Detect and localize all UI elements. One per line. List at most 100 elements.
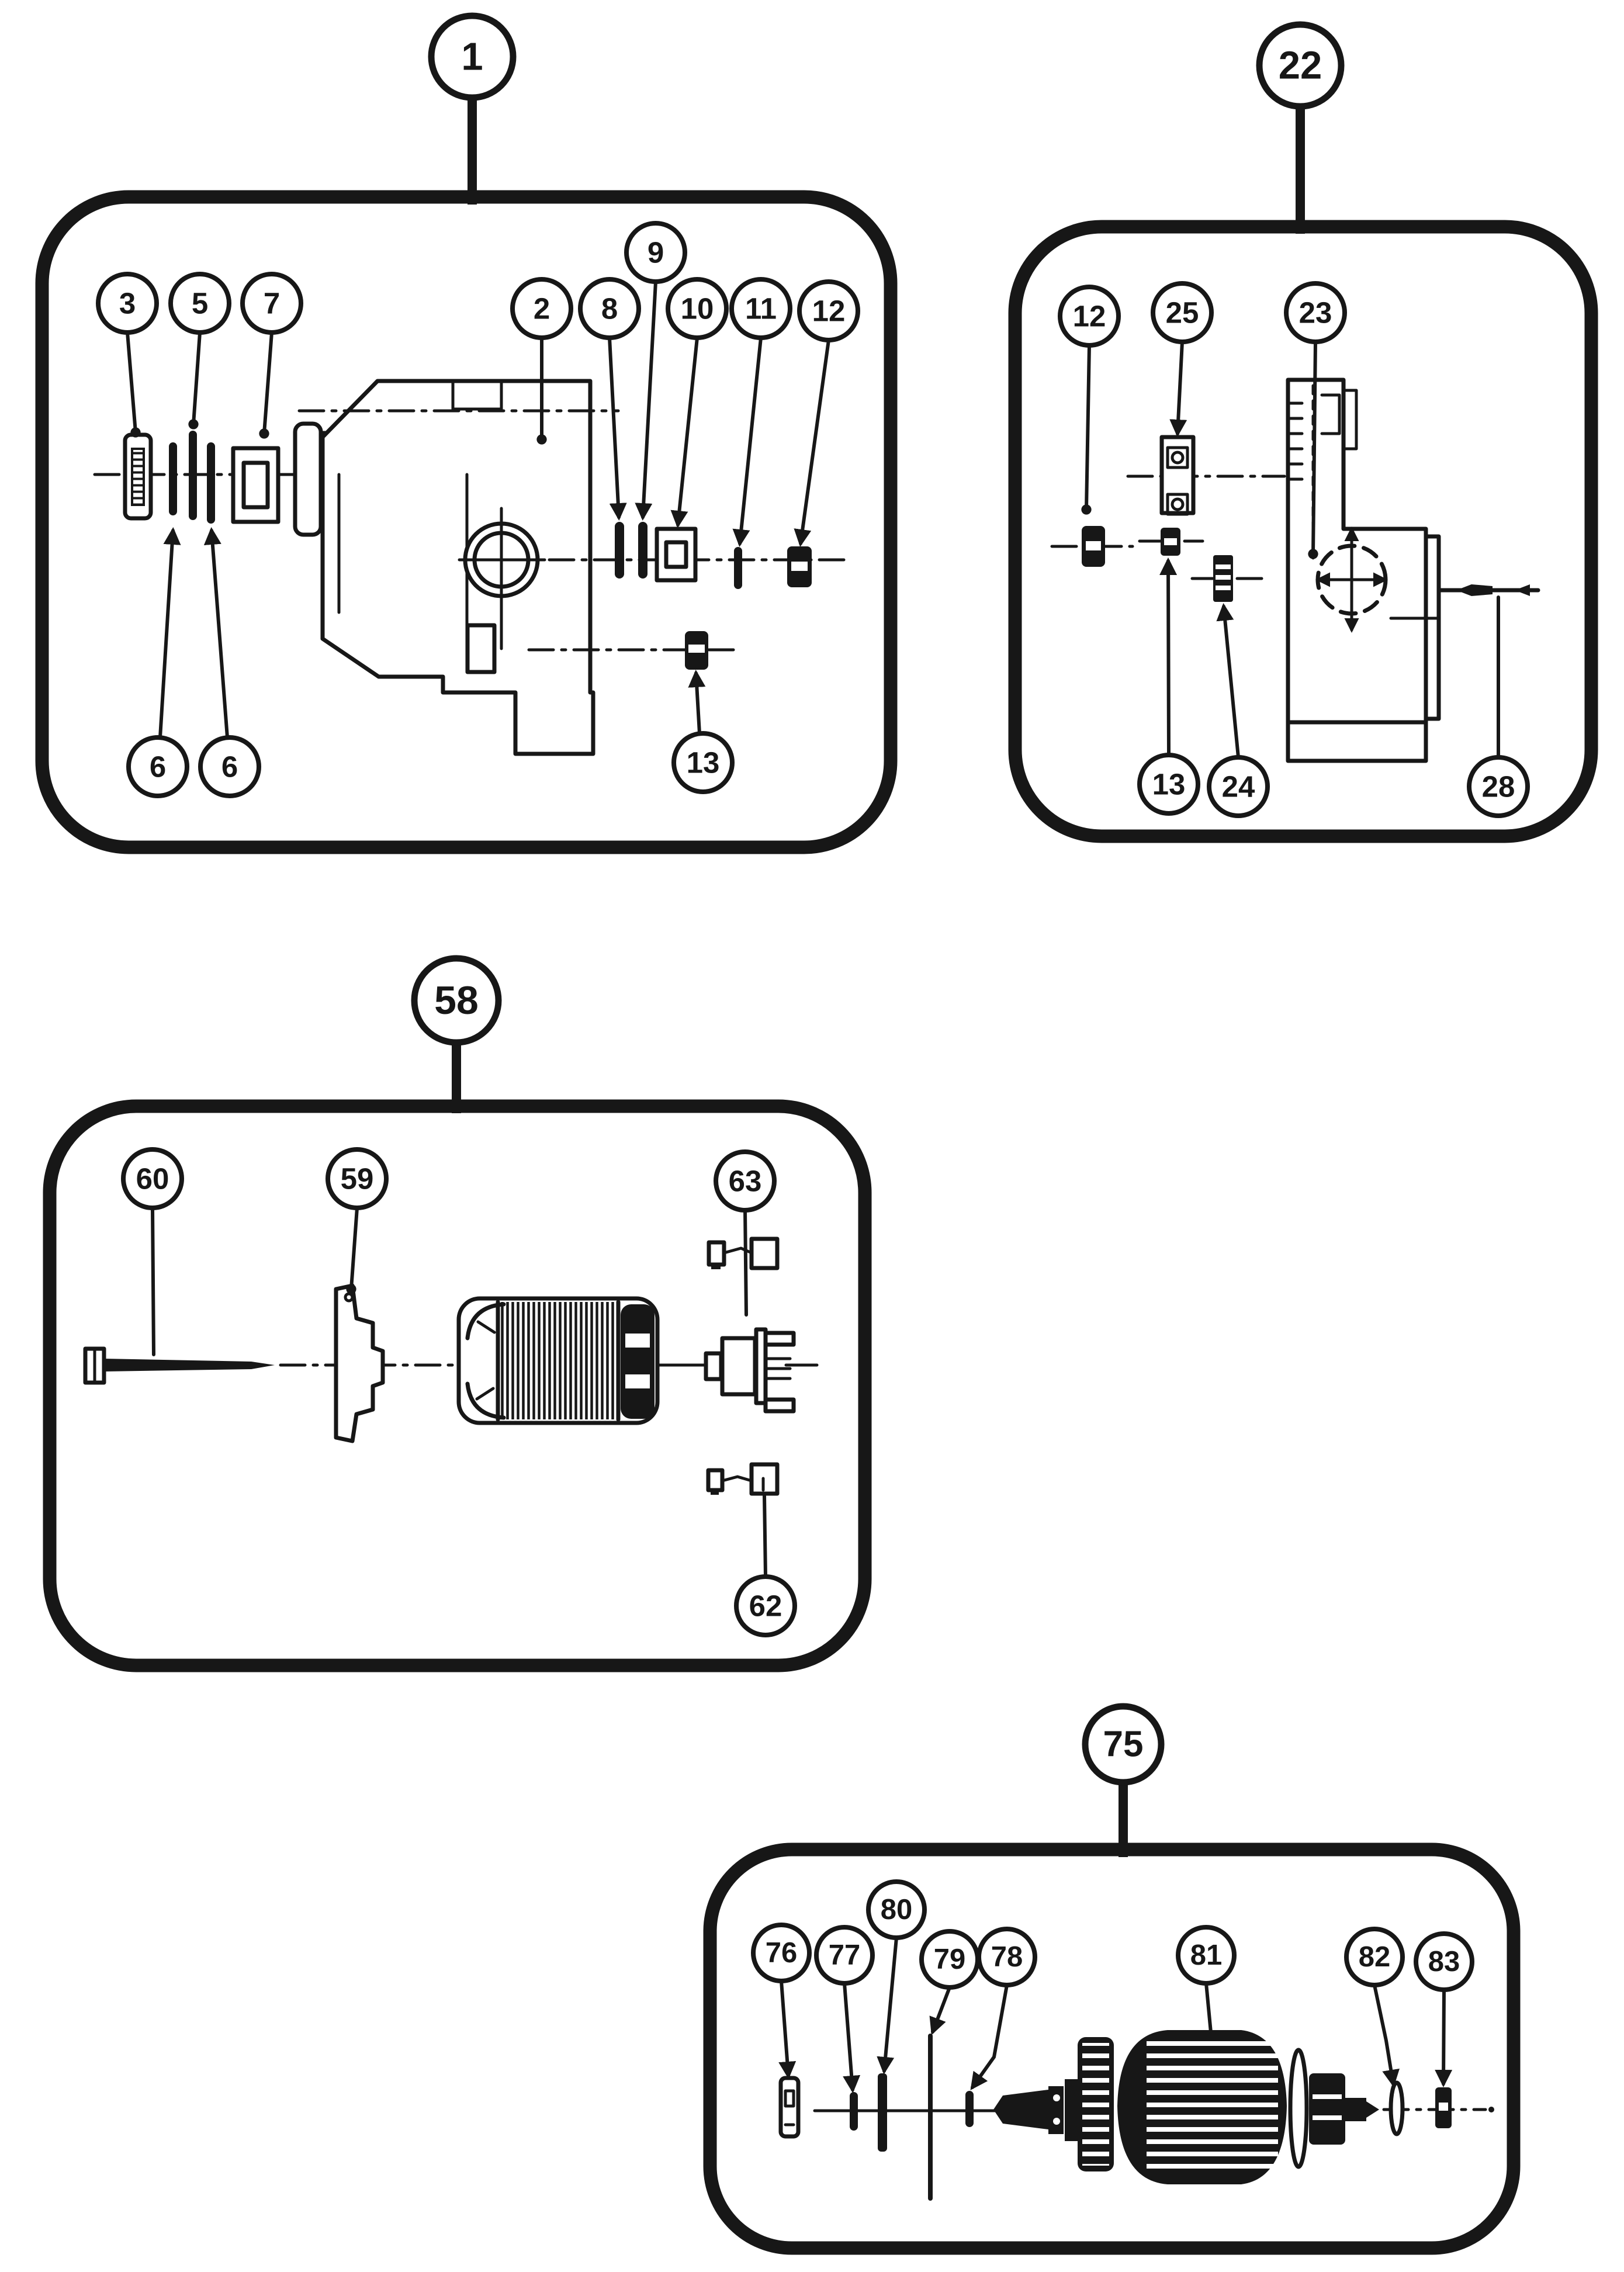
figure-1-frame xyxy=(35,190,898,854)
fan-baffle-drawing xyxy=(334,1283,385,1443)
callout-label-13: 13 xyxy=(687,746,720,780)
fan-disc-drawing xyxy=(1288,2048,1309,2169)
callout-82 xyxy=(1344,1927,1405,1987)
baffle-plate-drawing xyxy=(878,2073,887,2152)
fig-22-badge-circle xyxy=(1256,21,1345,110)
through-bolt-drawing xyxy=(83,1346,275,1385)
leader-line-10 xyxy=(670,336,699,528)
spindle-end-drawing xyxy=(993,2079,1082,2141)
leader-line-78 xyxy=(970,1983,1009,2090)
drive-gear-drawing xyxy=(1078,2037,1114,2171)
callout-59 xyxy=(326,1147,389,1210)
callout-3 xyxy=(96,272,159,335)
leader-line-76 xyxy=(778,1979,797,2079)
fig-58-badge-circle xyxy=(411,955,502,1046)
callout-10 xyxy=(666,277,729,340)
leader-line-62 xyxy=(763,1494,767,1578)
callout-label-62: 62 xyxy=(749,1589,782,1623)
callout-28 xyxy=(1467,755,1530,818)
figure-75-drawing xyxy=(778,2030,1494,2201)
leader-line-8 xyxy=(608,336,627,521)
leader-line-25 xyxy=(1169,340,1187,437)
leader-line-23 xyxy=(1308,340,1318,559)
callout-label-80: 80 xyxy=(881,1894,913,1925)
ball-bearing-drawing xyxy=(1159,435,1196,516)
leader-line-12 xyxy=(1081,344,1092,515)
fig-58-badge-label: 58 xyxy=(434,978,479,1023)
callout-label-82: 82 xyxy=(1359,1941,1391,1973)
fig-1-badge-label: 1 xyxy=(461,35,483,79)
callout-label-77: 77 xyxy=(829,1939,861,1971)
leader-line-59 xyxy=(346,1206,359,1294)
commutator-drawing xyxy=(1309,2073,1379,2145)
callout-label-25: 25 xyxy=(1166,296,1199,330)
callout-60 xyxy=(121,1147,184,1210)
callout-label-76: 76 xyxy=(766,1937,798,1969)
brush-clip-upper-drawing xyxy=(707,1237,780,1270)
brush-clip-lower-drawing xyxy=(706,1462,780,1496)
callout-label-23: 23 xyxy=(1299,296,1332,330)
leader-line-6 xyxy=(203,527,229,739)
leader-line-77 xyxy=(843,1982,861,2093)
long-pin-drawing xyxy=(928,2034,933,2201)
figure-22-drawing xyxy=(1050,377,1540,763)
leader-line-80 xyxy=(877,1936,898,2074)
callout-80 xyxy=(866,1879,927,1940)
washer-stack-drawing xyxy=(169,431,215,524)
fig-22-badge-label: 22 xyxy=(1279,44,1322,88)
callout-13 xyxy=(671,731,735,794)
bearing-block-drawing xyxy=(231,446,281,524)
callout-label-5: 5 xyxy=(192,287,208,320)
callout-label-3: 3 xyxy=(119,287,136,320)
curved-washer-drawing xyxy=(1388,2080,1405,2136)
callout-2 xyxy=(510,277,573,340)
leader-line-6 xyxy=(158,527,181,739)
fig-75-badge-label: 75 xyxy=(1103,1724,1144,1765)
callout-6 xyxy=(198,735,261,798)
armature-core-drawing xyxy=(1117,2030,1287,2184)
callout-24 xyxy=(1207,755,1270,818)
leader-line-5 xyxy=(188,331,202,430)
callout-62 xyxy=(734,1574,797,1637)
spring-washer-drawing xyxy=(965,2091,974,2127)
thrust-washer-drawing xyxy=(850,2092,858,2131)
callout-12 xyxy=(1058,285,1121,348)
leader-line-11 xyxy=(732,336,763,547)
callout-81 xyxy=(1176,1925,1237,1986)
brush-holder-drawing xyxy=(704,1327,796,1414)
leader-line-13 xyxy=(1159,557,1178,757)
motor-brush-drawing xyxy=(778,2076,801,2139)
callout-11 xyxy=(729,277,792,340)
leader-line-82 xyxy=(1373,1983,1400,2087)
callout-label-60: 60 xyxy=(136,1162,169,1196)
callout-label-7: 7 xyxy=(264,287,280,320)
callout-83 xyxy=(1414,1931,1474,1992)
callout-77 xyxy=(814,1925,875,1986)
figure-1-drawing xyxy=(93,379,848,756)
callout-8 xyxy=(578,277,641,340)
pin-screw-drawing xyxy=(1436,584,1540,596)
callout-6 xyxy=(126,735,189,798)
callout-7 xyxy=(240,272,303,335)
lower-nut-drawing xyxy=(685,631,708,670)
callout-label-28: 28 xyxy=(1482,770,1515,803)
callout-label-83: 83 xyxy=(1428,1946,1460,1977)
field-stator-drawing xyxy=(456,1296,660,1425)
callout-label-24: 24 xyxy=(1222,770,1255,803)
leader-line-7 xyxy=(259,331,273,439)
figure-58-drawing xyxy=(83,1237,819,1496)
callout-5 xyxy=(168,272,231,335)
pinion-sleeve-drawing xyxy=(1213,555,1233,602)
callout-label-78: 78 xyxy=(991,1941,1023,1973)
callout-label-6: 6 xyxy=(221,750,238,784)
callout-23 xyxy=(1284,281,1347,344)
sleeve-part-drawing xyxy=(123,432,153,521)
leader-line-79 xyxy=(929,1986,951,2035)
callout-label-63: 63 xyxy=(729,1165,762,1198)
right-washers-drawing xyxy=(615,522,812,589)
